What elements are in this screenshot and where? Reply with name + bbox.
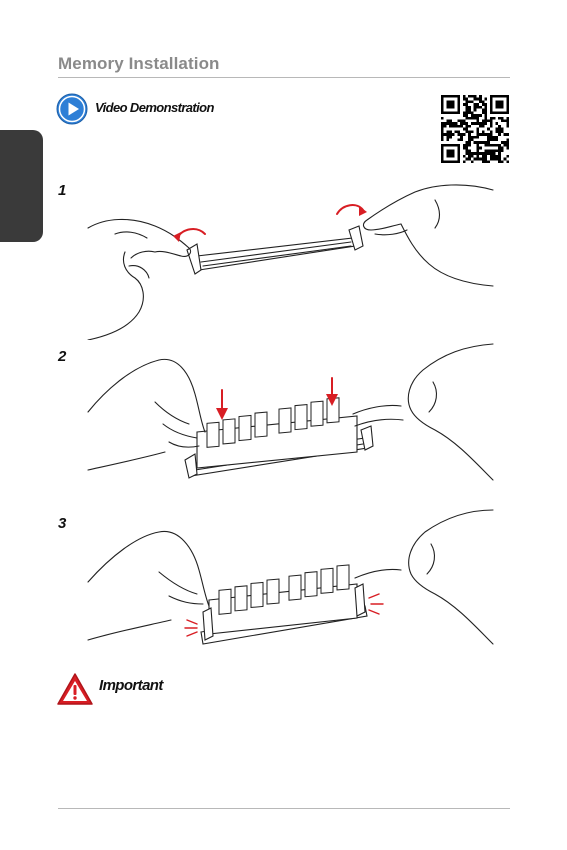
step-3-lock-clips-illustration	[85, 508, 495, 656]
step-1-number: 1	[58, 182, 66, 199]
footer-divider	[58, 808, 510, 809]
play-circle-icon[interactable]	[56, 93, 88, 125]
qr-code-icon	[441, 95, 509, 163]
video-demonstration-label[interactable]: Video Demonstration	[95, 100, 214, 115]
side-language-tab	[0, 130, 43, 242]
important-label: Important	[99, 677, 163, 694]
step-2-insert-module-illustration	[85, 342, 495, 492]
step-3-number: 3	[58, 515, 66, 532]
title-divider	[58, 77, 510, 78]
step-2-number: 2	[58, 348, 66, 365]
warning-triangle-icon	[56, 672, 94, 706]
page-title: Memory Installation	[58, 54, 220, 74]
step-1-open-clips-illustration	[85, 180, 495, 340]
